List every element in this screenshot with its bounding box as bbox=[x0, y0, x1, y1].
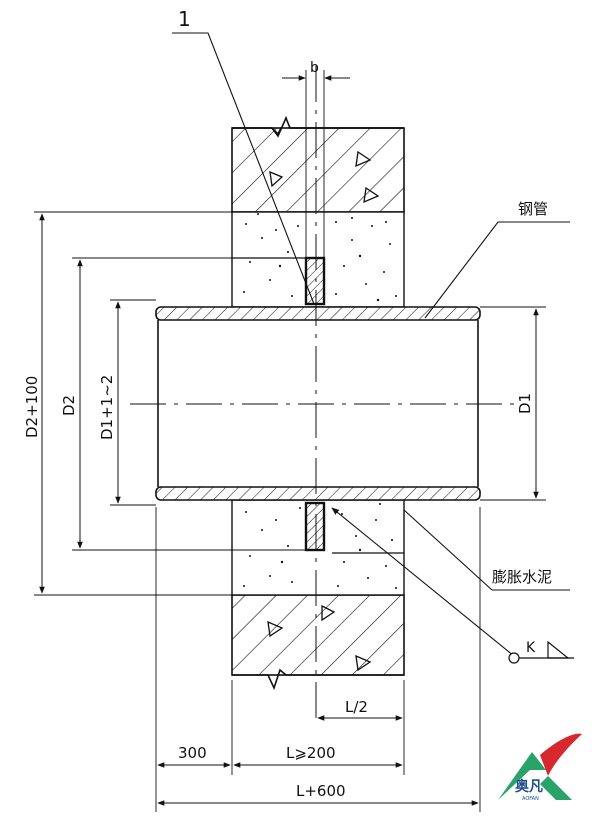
weld-k-label: K bbox=[526, 640, 536, 656]
dim-d1-plus-label: D1+1~2 bbox=[98, 375, 116, 440]
dim-d2-plus-100-label: D2+100 bbox=[23, 376, 41, 438]
steel-pipe-label: 钢管 bbox=[518, 200, 548, 218]
logo-text: 奥凡 bbox=[515, 778, 543, 795]
anchor-ring bbox=[304, 256, 326, 552]
leader-lines bbox=[172, 32, 570, 657]
logo-subtext: AOFAN bbox=[522, 796, 539, 802]
dim-l-min-label: L⩾200 bbox=[286, 744, 336, 762]
center-lines bbox=[130, 66, 520, 725]
dim-l-plus-600-label: L+600 bbox=[296, 782, 346, 800]
dim-d1-label: D1 bbox=[516, 393, 534, 414]
dim-d2-label: D2 bbox=[60, 395, 78, 416]
dim-l-half-label: L/2 bbox=[345, 698, 368, 716]
lower-wall bbox=[231, 594, 405, 691]
aofan-logo: 奥凡 AOFAN bbox=[498, 733, 582, 802]
extension-lines bbox=[34, 70, 546, 812]
dim-300-label: 300 bbox=[178, 744, 207, 762]
part-number-label: 1 bbox=[178, 7, 191, 31]
upper-wall bbox=[231, 115, 405, 213]
dimension-lines bbox=[39, 75, 539, 806]
expansion-cement-label: 膨胀水泥 bbox=[492, 568, 552, 586]
weld-symbol bbox=[508, 640, 574, 664]
dim-b-label: b bbox=[310, 60, 319, 76]
